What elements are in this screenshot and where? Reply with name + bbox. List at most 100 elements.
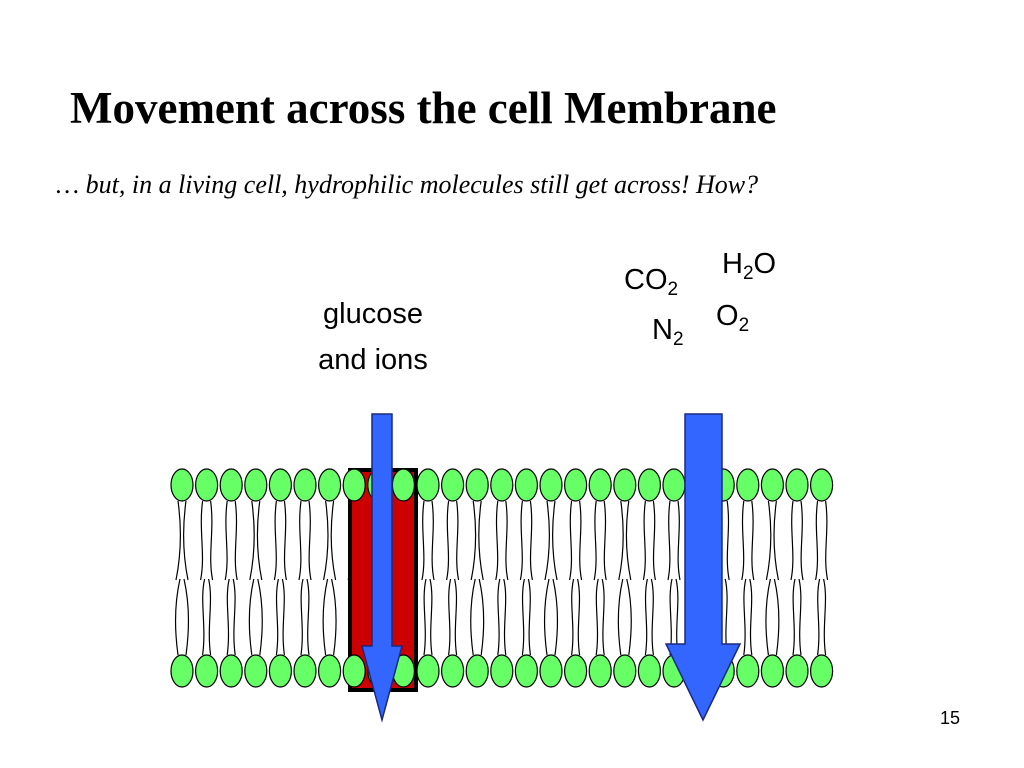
phospholipid-head	[490, 654, 514, 688]
lipid-tail	[497, 578, 501, 656]
phospholipid-head	[195, 654, 219, 688]
phospholipid-head	[219, 654, 243, 688]
slide-subtitle: … but, in a living cell, hydrophilic mol…	[56, 170, 759, 199]
phospholipid-head	[465, 468, 489, 502]
lipid-tail	[625, 500, 632, 581]
lipid-tail	[792, 578, 796, 656]
phospholipid-head	[539, 654, 563, 688]
lipid-tail	[618, 500, 624, 581]
lipid-tail	[652, 500, 656, 581]
phospholipid-head	[809, 654, 834, 688]
lipid-tail	[503, 578, 507, 656]
lipid-tail	[817, 578, 821, 656]
n2-label: N2	[652, 314, 684, 350]
lipid-tail	[454, 578, 458, 656]
lipid-tail	[234, 500, 238, 581]
phospholipid-head	[293, 468, 317, 502]
lipid-tail	[298, 500, 302, 581]
lipid-tail	[323, 500, 329, 581]
lipid-tail	[421, 500, 425, 581]
lipid-tail	[257, 578, 263, 656]
phospholipid-head	[637, 654, 662, 688]
lipid-tail	[505, 500, 509, 581]
phospholipid-head	[809, 468, 834, 502]
lipid-tail	[815, 500, 819, 581]
phospholipid-head	[342, 654, 366, 688]
lipid-tail	[800, 500, 804, 581]
lipid-tail	[650, 578, 654, 656]
lipid-tail	[446, 500, 450, 581]
lipid-tail	[743, 578, 747, 656]
lipid-tail	[544, 500, 551, 581]
phospholipid-head	[588, 468, 612, 502]
phospholipid-head	[391, 468, 415, 502]
phospholipid-head	[736, 654, 760, 688]
lipid-tail	[773, 578, 780, 656]
o2-label: O2	[716, 300, 750, 336]
phospholipid-head	[563, 654, 588, 688]
lipid-tail	[677, 500, 681, 581]
phospholipid-head	[244, 654, 268, 688]
bottom-head-row	[170, 654, 834, 688]
lipid-tail	[300, 578, 304, 656]
lipid-tail	[798, 578, 802, 656]
top-head-row	[170, 468, 834, 502]
phospholipid-head	[268, 654, 292, 688]
h2o-label: H2O	[722, 248, 777, 284]
phospholipid-head	[539, 468, 563, 502]
lipid-tail	[478, 500, 484, 581]
lipid-tail	[765, 578, 771, 656]
lipid-tail	[232, 578, 236, 656]
phospholipid-head	[760, 654, 785, 688]
lipid-tail	[423, 578, 427, 656]
slide-title: Movement across the cell Membrane	[70, 83, 777, 133]
lipid-tail	[431, 500, 435, 581]
lipid-tail	[470, 500, 477, 581]
lipid-tail	[529, 500, 533, 581]
lipid-tail	[521, 578, 525, 656]
phospholipid-head	[563, 468, 588, 502]
lipid-tail	[331, 578, 337, 656]
page-number: 15	[940, 708, 961, 728]
lipid-tail	[519, 500, 523, 581]
phospholipid-head	[170, 654, 194, 688]
lipid-tail	[283, 500, 287, 581]
phospholipid-head	[613, 468, 637, 502]
lipid-tail	[726, 500, 730, 581]
phospholipid-head	[662, 468, 686, 502]
lipid-tail	[448, 578, 452, 656]
lipid-tail	[281, 578, 285, 656]
lipid-tail	[595, 578, 599, 656]
phospholipid-head	[268, 468, 292, 502]
phospholipid-head	[613, 654, 637, 688]
lipid-tail	[478, 578, 485, 656]
phospholipid-head	[637, 468, 662, 502]
lipid-tail	[667, 500, 671, 581]
lipid-tail	[765, 500, 772, 581]
phospholipid-head	[416, 654, 440, 688]
lipid-tail	[470, 578, 476, 656]
lipid-tail	[200, 500, 204, 581]
phospholipid-head	[293, 654, 317, 688]
phospholipid-head	[588, 654, 612, 688]
ions-label: and ions	[318, 344, 428, 376]
lipid-tail	[456, 500, 460, 581]
lipid-tail	[577, 578, 581, 656]
lipid-tail	[741, 500, 745, 581]
lipid-tail	[642, 500, 646, 581]
lipid-tail	[175, 500, 182, 581]
phospholipid-head	[736, 468, 760, 502]
lipid-tail	[644, 578, 648, 656]
lipid-tail	[322, 578, 329, 656]
lipid-tail	[551, 500, 558, 581]
phospholipid-head	[318, 468, 342, 502]
lipid-tail	[275, 578, 279, 656]
lipid-tail	[208, 578, 212, 656]
lipid-tail	[617, 578, 624, 656]
phospholipid-head	[785, 654, 809, 688]
lipid-tail	[306, 578, 310, 656]
phospholipid-head	[514, 468, 539, 502]
lipid-tail	[790, 500, 794, 581]
lipid-tail	[825, 500, 829, 581]
phospholipid-head	[760, 468, 785, 502]
